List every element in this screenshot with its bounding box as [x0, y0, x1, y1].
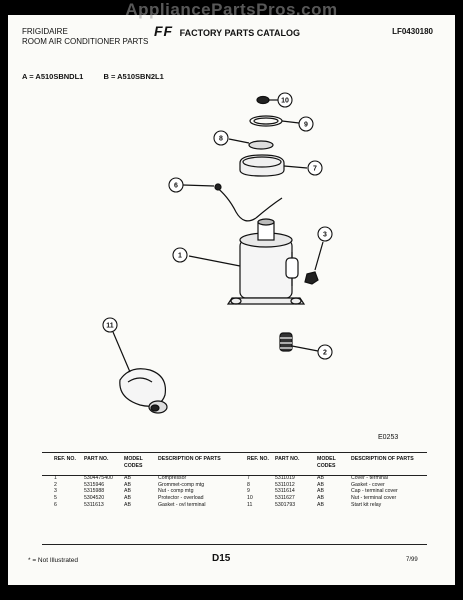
col-model: MODEL CODES [317, 456, 336, 469]
callout-markers [102, 92, 333, 360]
start-relay-part [119, 368, 168, 414]
callout-label-3: 3 [323, 232, 327, 239]
table-header-row: REF. NO. PART NO. MODEL CODES DESCRIPTIO… [52, 456, 232, 469]
not-illustrated-note: * = Not Illustrated [28, 557, 79, 564]
col-desc: DESCRIPTION OF PARTS [158, 456, 221, 462]
parts-table-left: REF. NO. PART NO. MODEL CODES DESCRIPTIO… [52, 456, 232, 508]
callout-label-10: 10 [281, 98, 289, 105]
model-a: A = A510SBNDL1 [22, 72, 84, 81]
col-ref: REF. NO. [247, 456, 269, 462]
callout-11 [102, 317, 118, 333]
compressor-part [226, 218, 306, 305]
callout-label-9: 9 [304, 122, 308, 129]
callout-7 [307, 160, 323, 176]
overload-wire-part [214, 183, 283, 222]
callout-3 [317, 226, 333, 242]
callout-label-7: 7 [313, 166, 317, 173]
col-part: PART NO. [84, 456, 109, 462]
page-number: D15 [212, 553, 231, 564]
parts-table-right: REF. NO. PART NO. MODEL CODES DESCRIPTIO… [245, 456, 425, 508]
callout-1 [172, 247, 188, 263]
brand-line-2: ROOM AIR CONDITIONER PARTS [22, 37, 149, 46]
callout-label-1: 1 [178, 253, 182, 260]
frigidaire-logo: FF [154, 23, 174, 39]
brand-line-1: FRIGIDAIRE [22, 27, 68, 36]
callout-9 [298, 116, 314, 132]
callout-label-2: 2 [323, 350, 327, 357]
cover-gasket-part [248, 140, 274, 150]
header-brand: FRIGIDAIRE ROOM AIR CONDITIONER PARTS [22, 27, 148, 47]
callout-8 [168, 177, 184, 193]
callout-10 [277, 92, 293, 108]
table-top-rule [42, 452, 427, 453]
header-title: FF FACTORY PARTS CATALOG [154, 23, 300, 39]
col-model: MODEL CODES [124, 456, 143, 469]
callout-label-6: 6 [174, 183, 178, 190]
terminal-cover-part [239, 154, 285, 177]
catalog-date: 7/99 [406, 557, 418, 563]
terminal-nut-part [256, 95, 270, 105]
callout-label-8a: 8 [219, 136, 223, 143]
mounting-nut-part [304, 271, 319, 285]
col-desc: DESCRIPTION OF PARTS [351, 456, 414, 462]
callout-label-11: 11 [106, 323, 114, 330]
model-legend: A = A510SBNDL1 B = A510SBN2L1 [22, 72, 182, 81]
watermark: AppliancePartsPros.com [125, 0, 338, 19]
table-bottom-rule [42, 544, 427, 545]
callout-8-upper [213, 130, 229, 146]
callout-2 [317, 344, 333, 360]
table-header-row: REF. NO. PART NO. MODEL CODES DESCRIPTIO… [245, 456, 425, 469]
catalog-number: LF0430180 [392, 27, 433, 36]
diagram-code: E0253 [378, 434, 399, 441]
grommet-part [279, 332, 293, 352]
catalog-title: FACTORY PARTS CATALOG [179, 28, 300, 38]
col-part: PART NO. [275, 456, 300, 462]
col-ref: REF. NO. [54, 456, 76, 462]
model-b: B = A510SBN2L1 [103, 72, 164, 81]
gasket-ring-part [249, 115, 283, 127]
table-header-rule [42, 475, 427, 476]
